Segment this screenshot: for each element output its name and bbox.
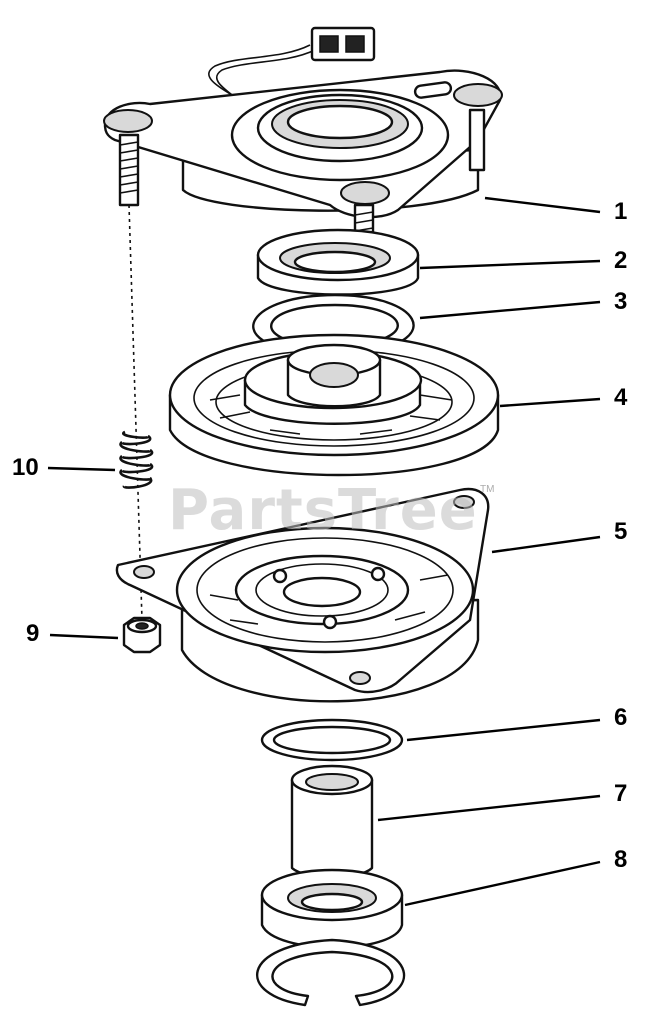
leader-9 [49,633,119,640]
leader-2 [419,259,601,270]
part-2-bearing [256,228,420,296]
callout-3: 3 [614,288,628,315]
part-10-spring [119,430,154,489]
leader-5 [491,535,601,554]
watermark-trademark: TM [480,484,495,495]
callout-9: 9 [26,620,40,647]
leader-6 [406,718,601,742]
part-4-rotor [168,333,500,477]
callout-7: 7 [614,780,628,807]
callout-2: 2 [614,247,628,274]
alignment-line [128,204,143,621]
leader-4 [499,397,601,408]
part-8-bearing [256,868,406,1007]
callout-1: 1 [614,198,628,225]
leader-10 [47,466,116,472]
callout-5: 5 [614,518,628,545]
callout-10: 10 [12,454,39,481]
callout-8: 8 [614,846,628,873]
callout-4: 4 [614,384,628,411]
part-7-spacer [290,764,374,879]
leader-3 [419,300,601,320]
part-6-snap-ring [260,718,404,762]
leader-1 [484,196,601,214]
part-1-housing [103,26,503,282]
watermark: PartsTree [168,478,478,543]
leader-7 [377,794,601,822]
part-5-field-plate [115,487,490,703]
leader-8 [404,860,601,907]
leader-lines [47,196,601,907]
callout-6: 6 [614,704,628,731]
part-9-nut [122,616,162,654]
